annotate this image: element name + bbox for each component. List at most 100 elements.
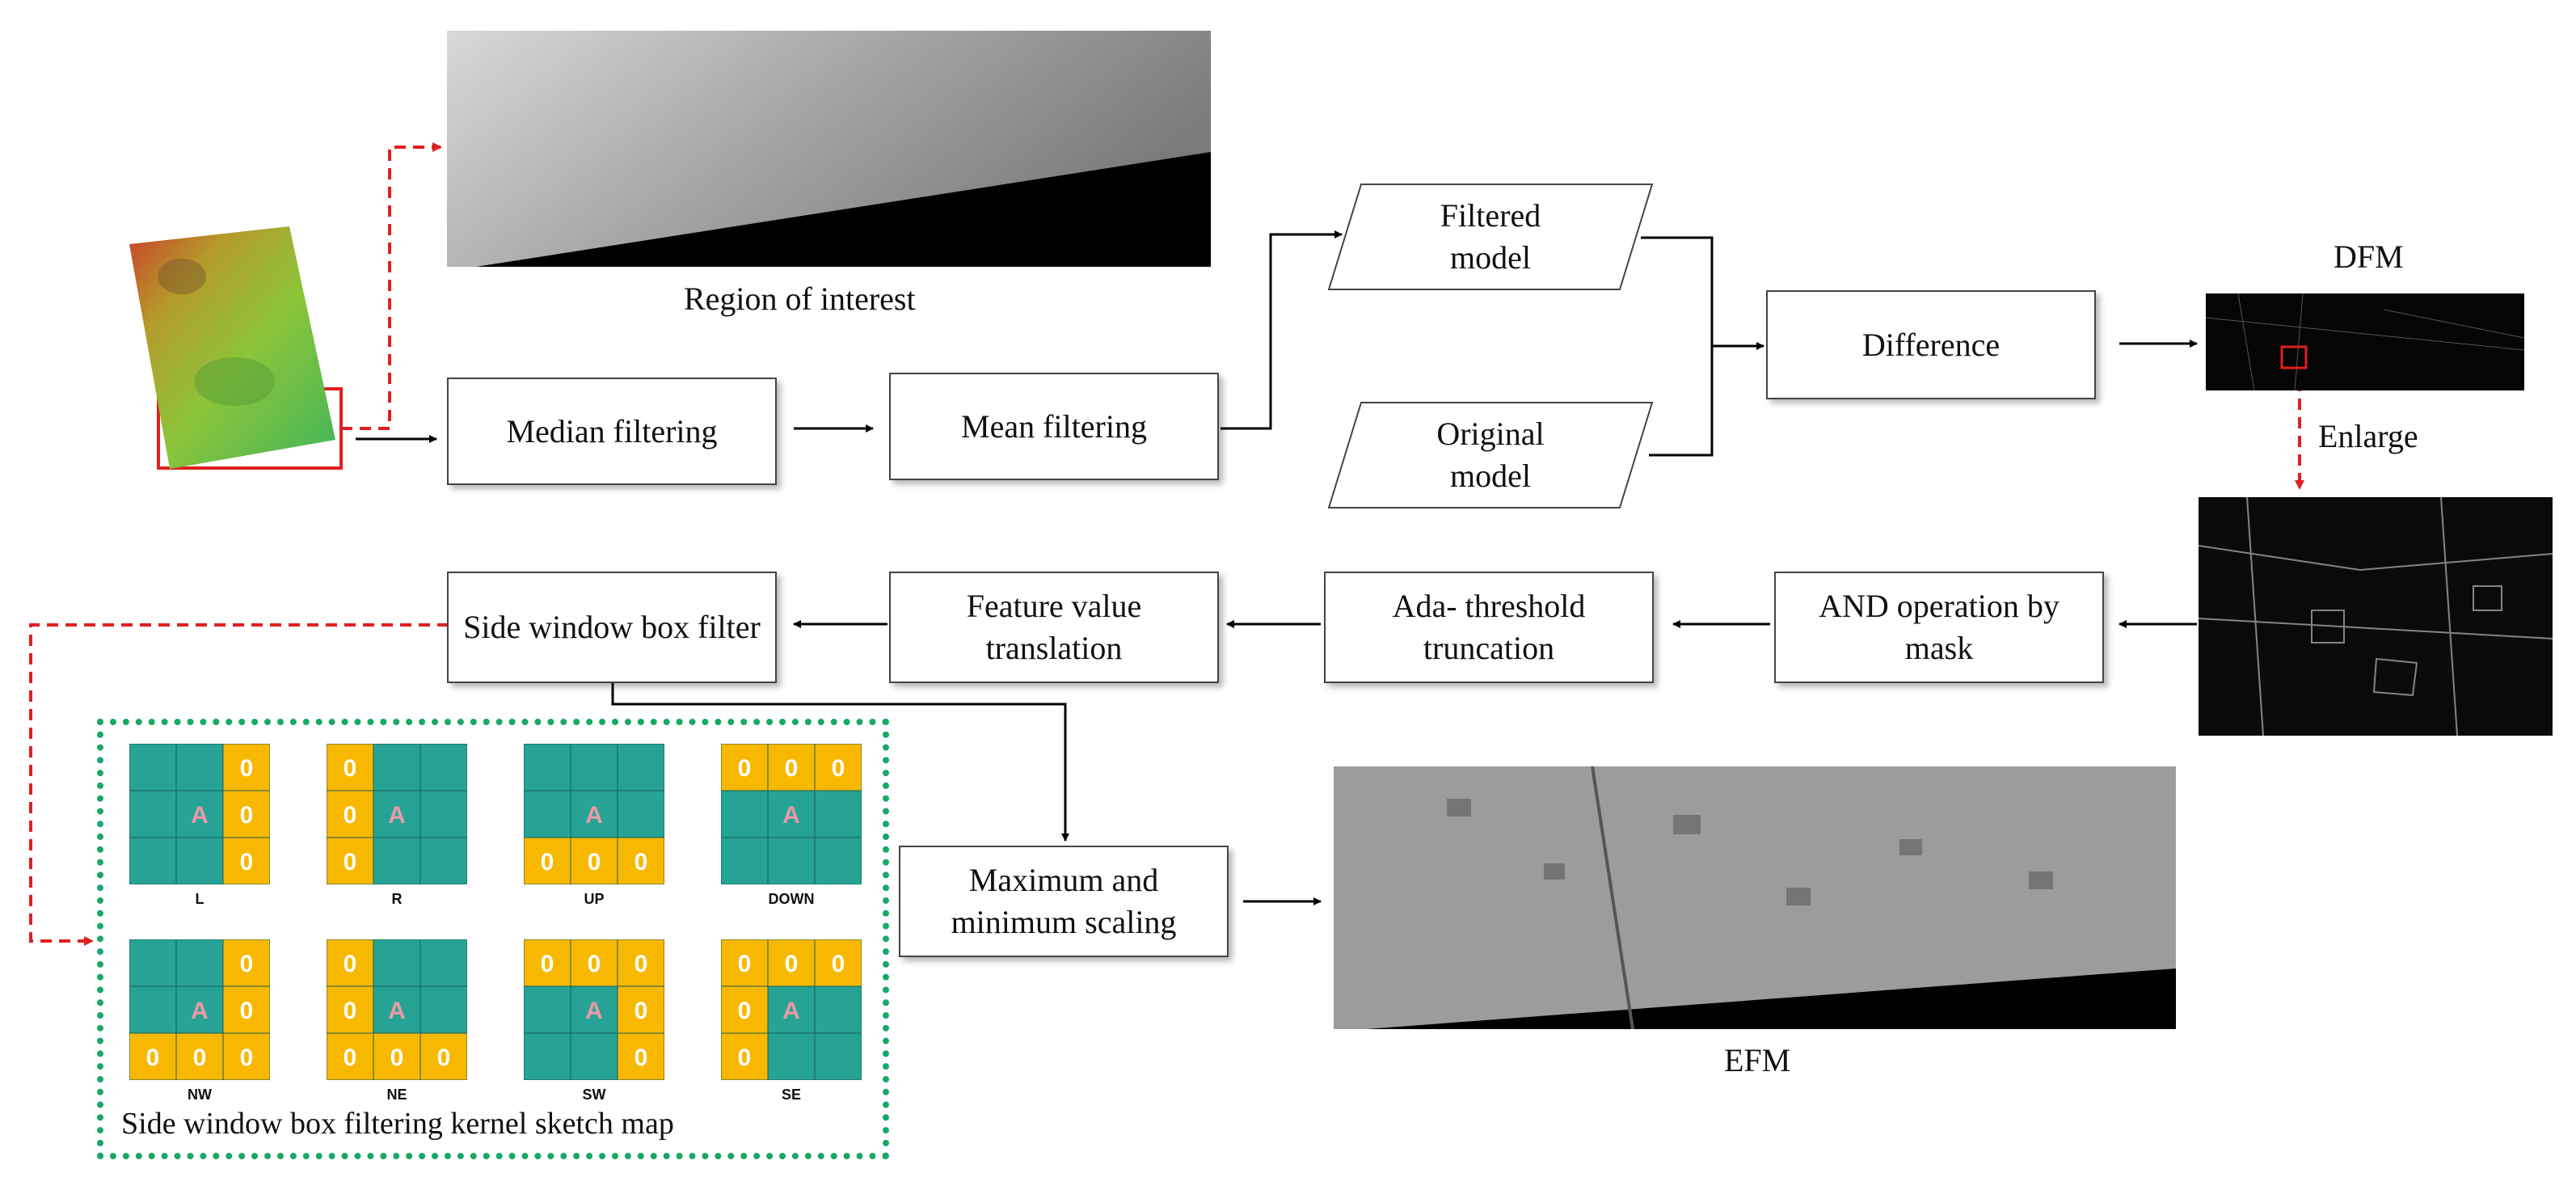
kernel-cell: [570, 744, 618, 791]
kernel-zero-cell: [524, 837, 571, 884]
region-of-interest-caption: Region of interest: [684, 281, 916, 317]
difference-node: Difference: [1766, 290, 2096, 399]
feature-translation-node: Feature value translation: [889, 572, 1219, 683]
kernel-zero-value: 0: [635, 849, 648, 876]
kernel-cell: [721, 837, 769, 884]
kernel-cell: [814, 985, 862, 1034]
kernel-zero-value: 0: [738, 998, 752, 1024]
kernel-zero-cell: [767, 744, 816, 791]
kernel-anchor: A: [191, 998, 209, 1024]
kernel-zero-value: 0: [635, 951, 648, 977]
kernel-zero-value: 0: [240, 755, 254, 782]
kernel-cell: [721, 790, 769, 838]
kernel-cell: [524, 744, 571, 791]
kernel-anchor: A: [191, 802, 209, 829]
kernel-label-nw: NW: [188, 1087, 212, 1103]
kernel-zero-cell: [617, 939, 664, 987]
kernel-cell: [524, 1032, 571, 1080]
kernel-zero-value: 0: [635, 998, 648, 1024]
side-window-filter-node: Side window box filter: [447, 572, 777, 683]
kernel-cell: [767, 1032, 816, 1080]
enlarge-caption: Enlarge: [2318, 418, 2418, 454]
kernel-sketch-panel: [97, 719, 889, 1159]
kernel-zero-cell: [222, 790, 270, 838]
kernel-anchor: A: [585, 802, 603, 829]
kernel-zero-value: 0: [390, 1044, 404, 1071]
kernel-cell: [419, 985, 467, 1034]
kernel-cell: [175, 985, 224, 1034]
kernel-zero-value: 0: [344, 755, 357, 782]
kernel-zero-cell: [617, 1032, 664, 1080]
kernel-cell: [570, 985, 618, 1034]
mean-filtering-node: Mean filtering: [889, 373, 1219, 480]
dfm-image: [2206, 293, 2524, 390]
input-model-image: [113, 212, 356, 471]
kernel-cell: [373, 985, 421, 1034]
kernel-zero-value: 0: [437, 1044, 451, 1071]
kernel-cell: [524, 790, 571, 838]
kernel-zero-value: 0: [785, 755, 799, 782]
kernel-zero-value: 0: [240, 802, 254, 829]
kernel-cell: [175, 837, 224, 884]
kernel-cell: [419, 939, 467, 987]
kernel-zero-value: 0: [240, 849, 254, 876]
kernel-zero-value: 0: [635, 1044, 648, 1071]
kernel-cell: [373, 744, 421, 791]
filtered-model-node: Filtered model: [1327, 183, 1654, 291]
kernel-zero-value: 0: [240, 951, 254, 977]
kernel-anchor: A: [585, 998, 603, 1024]
line-filtered-to-merge: [1641, 236, 1714, 346]
kernel-zero-value: 0: [344, 951, 357, 977]
kernel-zero-cell: [419, 1032, 467, 1080]
kernel-cell: [175, 744, 224, 791]
and-operation-node: AND operation by mask: [1774, 572, 2104, 683]
kernel-zero-cell: [222, 985, 270, 1034]
kernel-zero-cell: [617, 837, 664, 884]
kernel-cell: [373, 837, 421, 884]
kernel-zero-cell: [327, 790, 374, 838]
kernel-cell: [373, 939, 421, 987]
kernel-zero-value: 0: [738, 755, 752, 782]
kernel-cell: [814, 837, 862, 884]
kernel-zero-value: 0: [146, 1044, 160, 1071]
kernel-cell: [767, 985, 816, 1034]
kernel-zero-value: 0: [832, 951, 845, 977]
kernel-label-ne: NE: [386, 1087, 407, 1103]
kernel-zero-cell: [222, 744, 270, 791]
kernel-cell: [129, 790, 177, 838]
kernel-zero-value: 0: [240, 998, 254, 1024]
kernel-label-se: SE: [781, 1087, 801, 1103]
kernel-zero-value: 0: [541, 849, 554, 876]
kernel-zero-cell: [617, 985, 664, 1034]
arrow-mean-to-filtered: [1221, 230, 1343, 430]
kernel-zero-value: 0: [738, 951, 752, 977]
kernel-zero-cell: [327, 939, 374, 987]
original-model-label: Original model: [1436, 416, 1545, 494]
kernel-label-l: L: [195, 891, 204, 907]
kernel-zero-value: 0: [832, 755, 845, 782]
enlarged-dfm-image: [2199, 497, 2553, 736]
kernel-anchor: A: [388, 998, 406, 1024]
kernel-cell: [617, 744, 664, 791]
kernel-cell: [373, 790, 421, 838]
kernel-cell: [570, 1032, 618, 1080]
line-original-to-merge: [1649, 346, 1714, 457]
kernel-zero-value: 0: [193, 1044, 207, 1071]
kernel-label-r: R: [391, 891, 403, 907]
median-filtering-node: Median filtering: [447, 378, 777, 485]
kernel-zero-value: 0: [240, 1044, 254, 1071]
kernel-cell: [524, 985, 571, 1034]
kernel-cell: [419, 837, 467, 884]
kernel-zero-cell: [222, 1032, 270, 1080]
kernel-label-sw: SW: [582, 1087, 606, 1103]
kernel-cell: [767, 837, 816, 884]
efm-image: [1334, 766, 2176, 1029]
region-of-interest-image: [447, 31, 1211, 267]
kernel-zero-value: 0: [344, 849, 357, 876]
kernel-zero-value: 0: [344, 1044, 357, 1071]
kernel-cell: [129, 939, 177, 987]
